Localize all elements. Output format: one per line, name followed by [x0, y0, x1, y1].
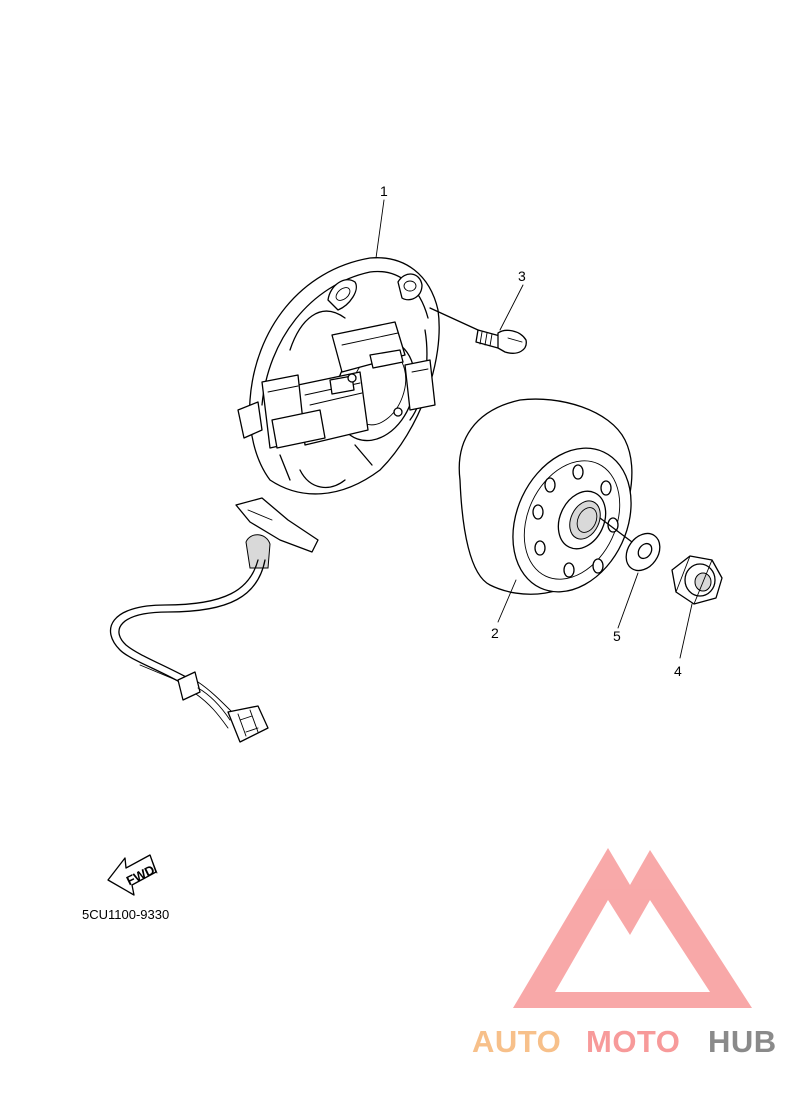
wire-harness: [109, 497, 319, 743]
callout-1: 1: [380, 183, 388, 199]
stator-assembly: [237, 257, 440, 495]
callout-2: 2: [491, 625, 499, 641]
watermark-hub: HUB: [708, 1024, 777, 1059]
callout-3: 3: [518, 268, 526, 284]
watermark-moto: MOTO: [586, 1024, 680, 1059]
callout-4: 4: [674, 663, 682, 679]
nut: [671, 555, 723, 605]
washer: [625, 532, 661, 572]
fwd-arrow-icon: FWD: [107, 854, 158, 896]
leader-lines: [375, 199, 693, 659]
automotohub-logo-icon: [513, 848, 752, 1008]
callout-5: 5: [613, 628, 621, 644]
drawing-code: 5CU1100-9330: [82, 907, 169, 922]
watermark-auto: AUTO: [472, 1024, 561, 1059]
bolt: [429, 307, 527, 354]
rotor: [458, 398, 633, 595]
